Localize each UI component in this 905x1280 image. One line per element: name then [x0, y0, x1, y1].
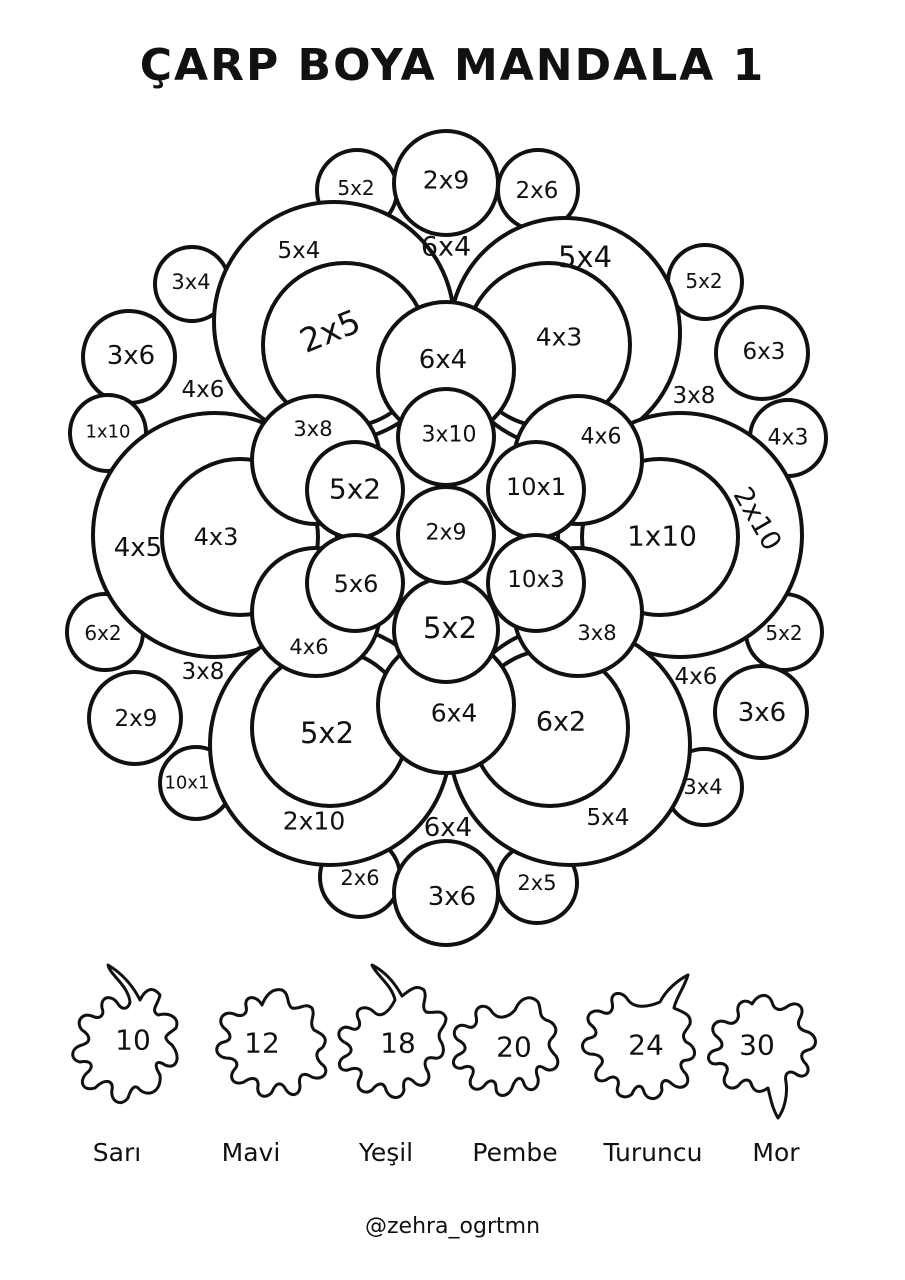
cell-label: 3x8	[577, 621, 616, 645]
cell-label: 3x8	[182, 659, 225, 685]
cell-label: 3x6	[738, 698, 786, 728]
color-label-mavi: Mavi	[221, 1138, 281, 1167]
cell-label: 6x4	[424, 813, 472, 843]
splat-icon[interactable]: 18	[337, 963, 448, 1099]
splat-icon[interactable]: 24	[581, 973, 696, 1100]
cell-label: 2x6	[340, 866, 379, 890]
color-label-mor: Mor	[752, 1138, 800, 1167]
cell-label: 4x6	[182, 377, 225, 403]
cell-label: 2x9	[425, 521, 466, 546]
cell-label: 6x4	[431, 699, 478, 728]
cell-label: 3x8	[673, 383, 716, 409]
splat-icon[interactable]: 12	[215, 988, 328, 1098]
cell-label: 3x4	[683, 775, 722, 799]
cell-label: 5x6	[334, 570, 379, 598]
cell-label: 2x10	[283, 807, 346, 836]
key-number: 12	[244, 1027, 280, 1060]
cell-label: 4x6	[675, 664, 718, 690]
cell-label: 3x10	[421, 423, 476, 448]
cell-label: 10x3	[507, 567, 565, 593]
mandala-circle[interactable]	[392, 129, 500, 237]
cell-label: 5x2	[337, 176, 374, 200]
color-label-pembe: Pembe	[472, 1138, 558, 1167]
mandala-circle[interactable]	[486, 533, 586, 633]
mandala-circle[interactable]	[713, 664, 809, 760]
cell-label: 4x6	[289, 635, 328, 659]
mandala-circle[interactable]	[396, 485, 496, 585]
cell-label: 6x4	[421, 232, 471, 263]
cell-label: 4x5	[114, 533, 162, 563]
mandala-circle[interactable]	[392, 839, 500, 947]
cell-label: 10x1	[506, 473, 566, 501]
cell-label: 6x4	[419, 345, 467, 375]
cell-label: 2x6	[516, 178, 559, 204]
color-label-yesil: Yeşil	[358, 1138, 414, 1167]
cell-label: 6x3	[743, 339, 786, 365]
splat-icon[interactable]: 30	[707, 994, 817, 1120]
cell-label: 2x9	[115, 706, 158, 732]
author-credit: @zehra_ogrtmn	[364, 1214, 541, 1239]
splat-icon[interactable]: 20	[452, 996, 560, 1097]
key-number: 30	[739, 1029, 775, 1062]
cell-label: 3x8	[293, 417, 332, 441]
mandala-circle[interactable]	[714, 305, 810, 401]
cell-label: 6x2	[536, 707, 586, 738]
color-label-sari: Sarı	[92, 1138, 142, 1167]
cell-label: 3x6	[107, 341, 155, 371]
splat-icon[interactable]: 10	[71, 963, 179, 1104]
cell-label: 4x3	[194, 523, 239, 551]
cell-label: 1x10	[85, 422, 130, 443]
cell-label: 5x2	[300, 716, 354, 750]
color-key-splats: 10 12 18 20 24 30	[71, 963, 817, 1120]
mandala-labels: 2x9 5x2 2x6 6x4 5x4 5x4 2x5 4x3 6x4 3x4 …	[84, 166, 808, 913]
color-label-turuncu: Turuncu	[603, 1138, 703, 1167]
cell-label: 2x5	[517, 871, 556, 895]
key-number: 20	[496, 1031, 532, 1064]
cell-label: 5x2	[329, 473, 381, 506]
cell-label: 5x2	[765, 621, 802, 645]
cell-label: 3x6	[428, 882, 476, 912]
key-number: 10	[115, 1024, 151, 1057]
cell-label: 5x2	[685, 269, 722, 293]
cell-label: 1x10	[627, 520, 697, 553]
mandala-circle[interactable]	[305, 533, 405, 633]
cell-label: 4x3	[536, 323, 583, 352]
cell-label: 5x4	[558, 240, 612, 274]
cell-label: 4x3	[767, 426, 808, 451]
page-title: ÇARP BOYA MANDALA 1	[139, 40, 766, 91]
key-number: 24	[628, 1029, 664, 1062]
cell-label: 5x4	[278, 238, 321, 264]
cell-label: 6x2	[84, 621, 121, 645]
cell-label: 5x2	[423, 611, 477, 645]
cell-label: 3x4	[171, 270, 210, 294]
cell-label: 4x6	[580, 425, 621, 450]
cell-label: 2x9	[423, 166, 470, 195]
cell-label: 5x4	[587, 805, 630, 831]
mandala-circle[interactable]	[87, 670, 183, 766]
cell-label: 10x1	[164, 773, 209, 794]
key-number: 18	[380, 1027, 416, 1060]
